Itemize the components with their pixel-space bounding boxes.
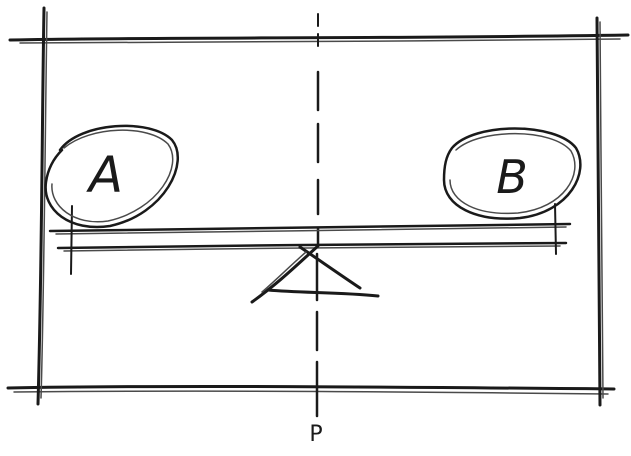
frame-right-edge xyxy=(597,18,603,405)
centre-axis-line xyxy=(317,14,318,416)
object-a-label: A xyxy=(86,146,123,204)
fulcrum-triangle xyxy=(252,246,378,302)
beam-end-right-tick xyxy=(555,204,556,254)
object-b: B xyxy=(444,129,580,219)
balance-beam xyxy=(50,224,570,251)
frame-bottom-edge xyxy=(8,386,614,394)
object-b-label: B xyxy=(496,150,528,204)
pivot-label: P xyxy=(306,424,326,446)
object-a: A xyxy=(46,126,178,227)
frame-left-edge xyxy=(38,8,47,404)
